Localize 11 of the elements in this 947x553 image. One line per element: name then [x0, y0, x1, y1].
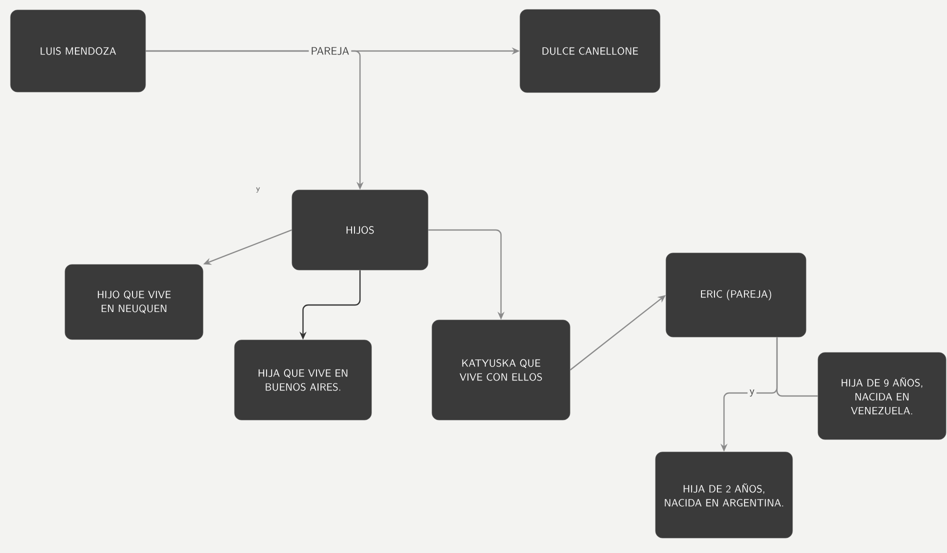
person-box: KATYUSKA QUE VIVE CON ELLOS: [432, 320, 570, 420]
person-box: HIJO QUE VIVE EN NEUQUEN: [64, 264, 204, 340]
person-box: HIJA DE 9 AÑOS, NACIDA EN VENEZUELA.: [818, 352, 946, 440]
person-box: HIJOS: [292, 190, 428, 270]
person-box: DULCE CANELLONE: [520, 9, 660, 93]
person-box: LUIS MENDOZA: [10, 10, 146, 92]
person-box: HIJA DE 2 AÑOS, NACIDA EN ARGENTINA.: [655, 452, 793, 538]
person-box: HIJA QUE VIVE EN BUENOS AIRES.: [234, 340, 372, 420]
edge-label: y: [748, 387, 756, 399]
edge-label: PAREJA: [308, 45, 352, 57]
person-box: ERIC (PAREJA): [666, 252, 806, 338]
